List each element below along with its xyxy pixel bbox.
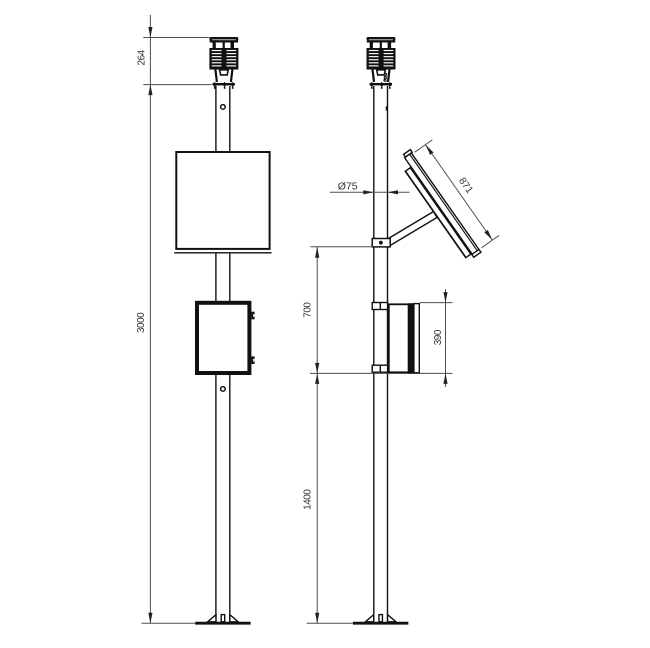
svg-text:700: 700 bbox=[303, 302, 314, 318]
svg-text:1400: 1400 bbox=[302, 489, 313, 510]
svg-text:264: 264 bbox=[136, 49, 147, 65]
svg-text:390: 390 bbox=[433, 329, 444, 345]
svg-text:3000: 3000 bbox=[136, 312, 147, 333]
svg-text:Ø75: Ø75 bbox=[338, 180, 358, 192]
